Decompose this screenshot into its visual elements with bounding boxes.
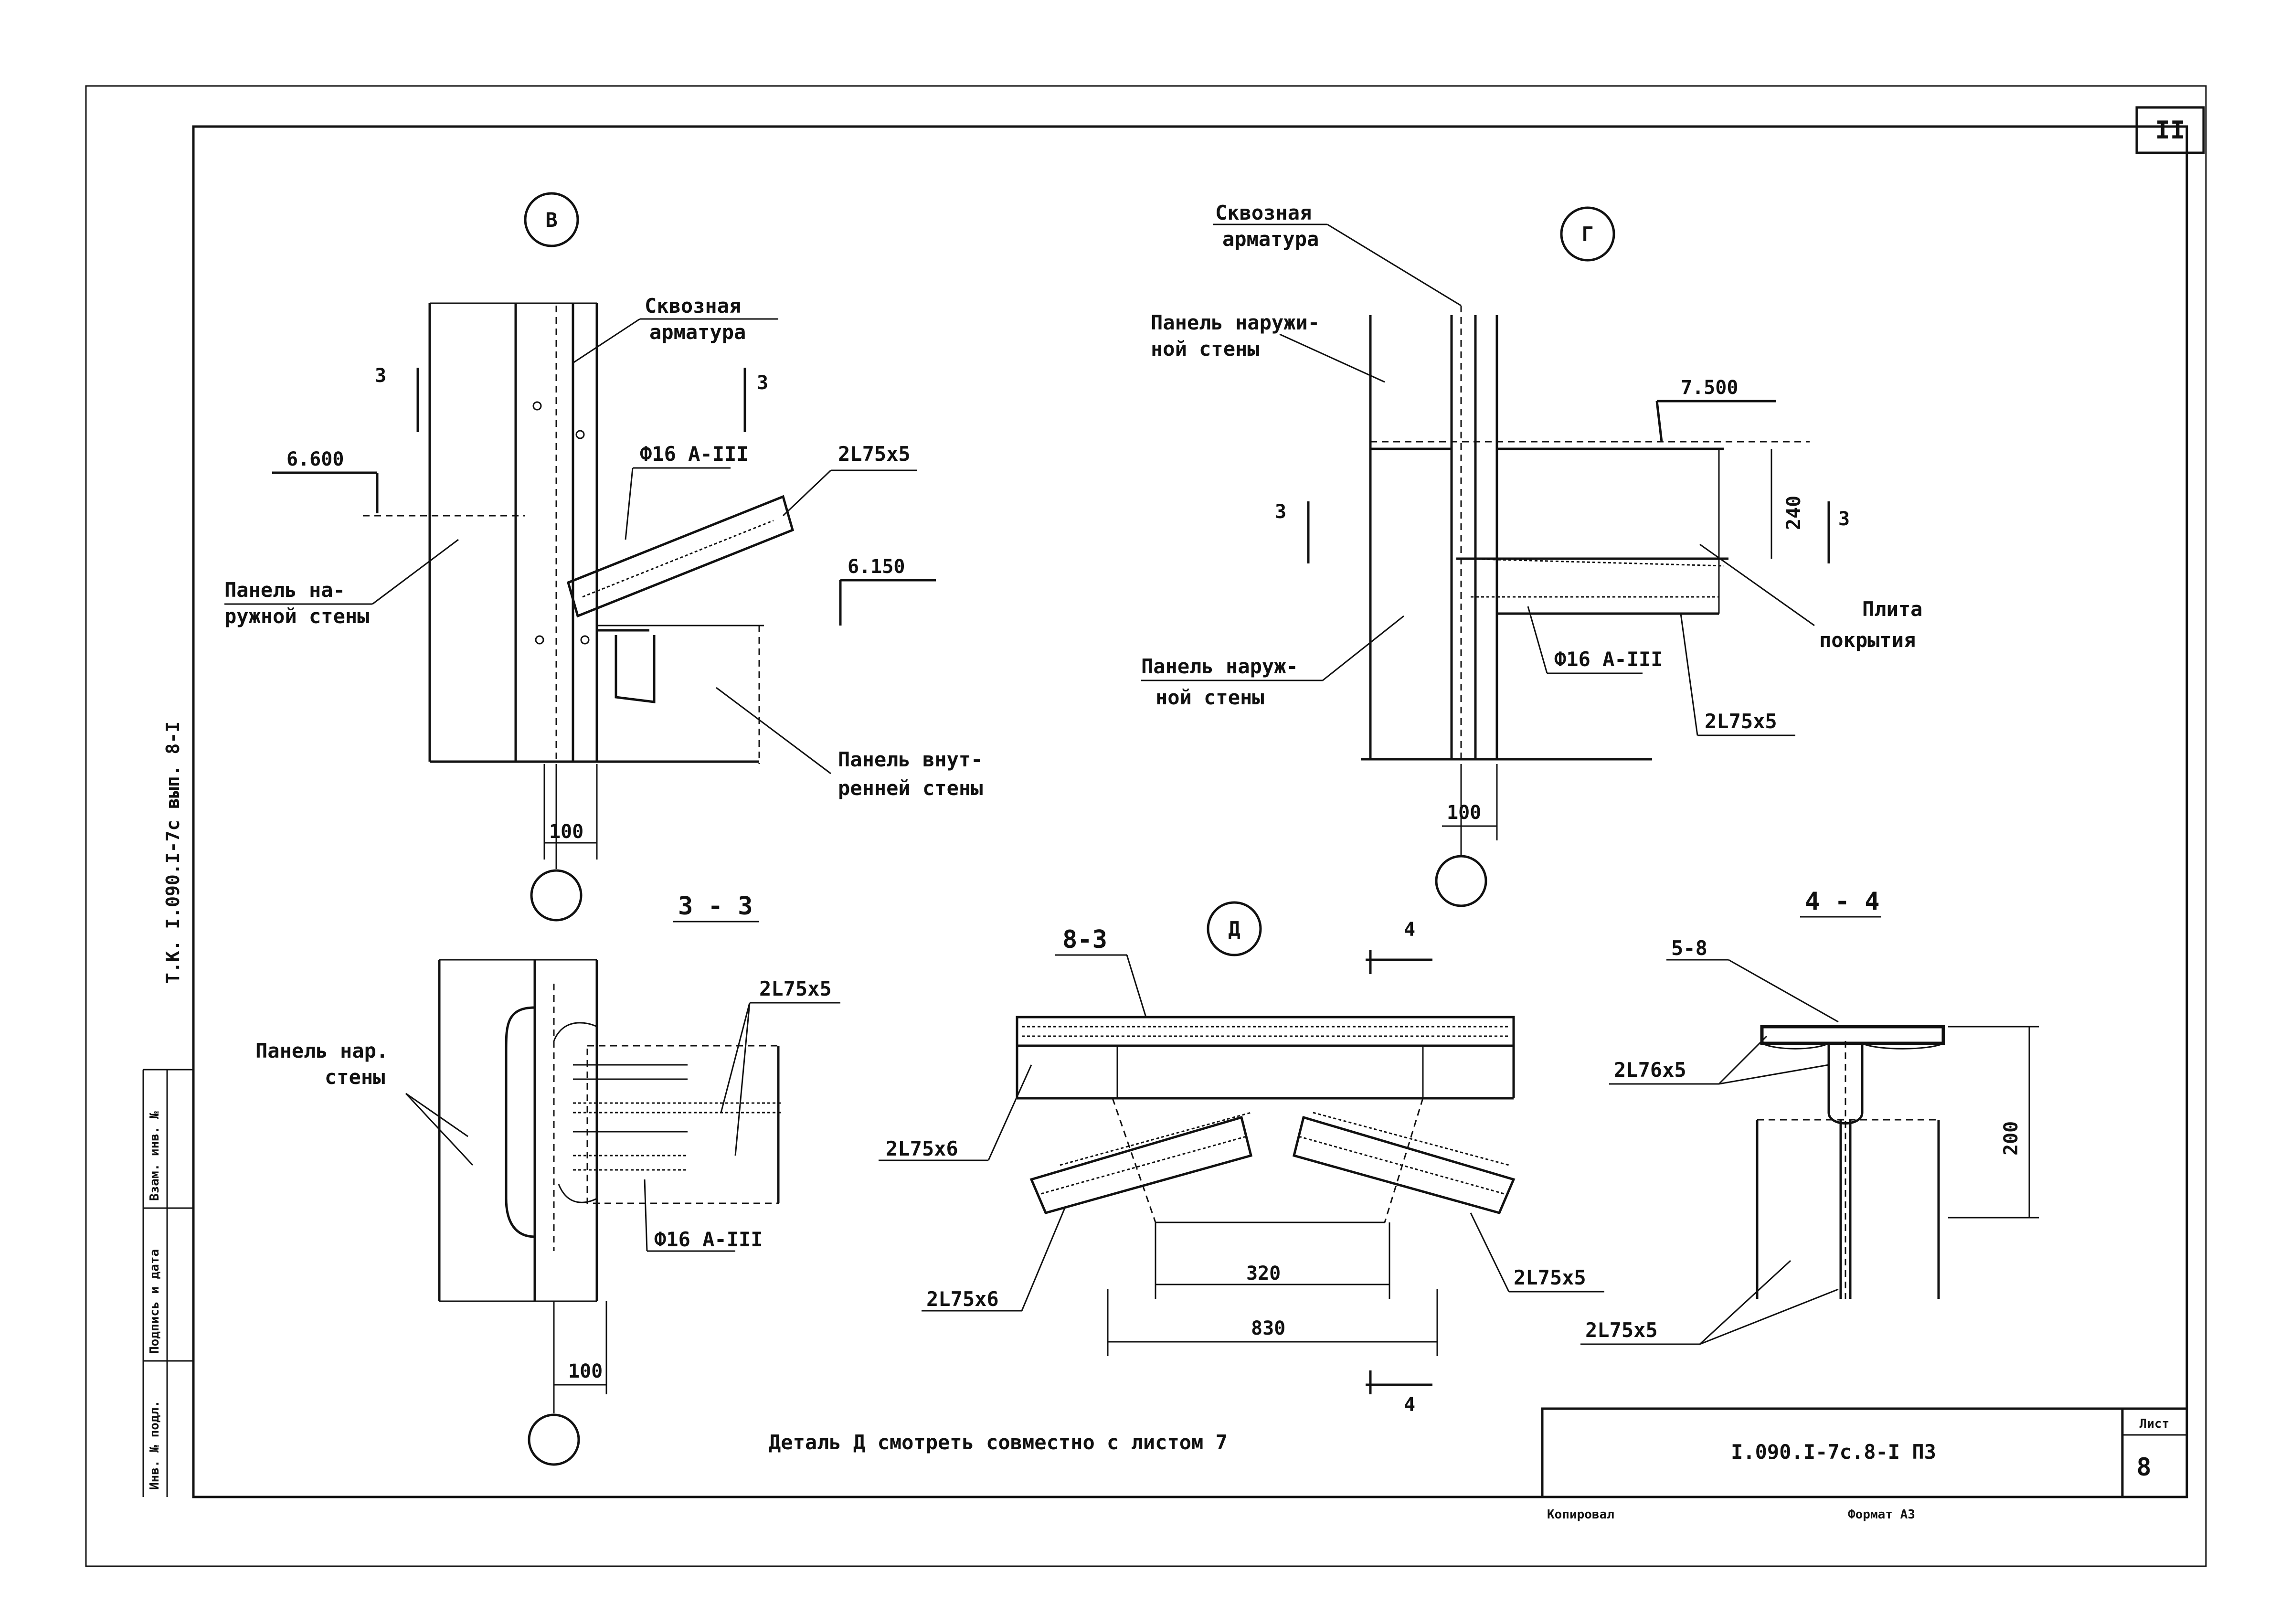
section-33-title: 3 - 3 bbox=[678, 892, 753, 921]
stamp-header-1: Инв. № подл. bbox=[148, 1400, 162, 1490]
detail-b: В 6.600 6.150 3 3 Сквозн bbox=[224, 192, 983, 922]
detail-b-dim-100: 100 bbox=[549, 821, 583, 843]
detail-b-through-rebar-1: Сквозная bbox=[645, 294, 741, 318]
corner-sheet-box: II bbox=[2135, 106, 2205, 154]
detail-b-through-rebar-2: арматура bbox=[649, 320, 746, 344]
detail-d-marker: Д bbox=[1228, 917, 1240, 941]
section-44-angle-bottom: 2L75х5 bbox=[1585, 1318, 1658, 1342]
title-block: I.090.I-7с.8-I ПЗ Лист 8 Копировал Форма… bbox=[1541, 1407, 2188, 1522]
stamp-header-2: Подпись и дата bbox=[148, 1249, 162, 1354]
detail-g-slab-2: покрытия bbox=[1819, 628, 1916, 652]
detail-g-outer-top-2: ной стены bbox=[1151, 337, 1260, 361]
detail-d-section-mark-bottom: 4 bbox=[1404, 1394, 1415, 1416]
detail-b-marker: В bbox=[545, 208, 557, 232]
doc-code: I.090.I-7с.8-I ПЗ bbox=[1731, 1440, 1936, 1464]
detail-b-inner-panel-1: Панель внут- bbox=[838, 748, 983, 771]
corner-sheet-number: II bbox=[2155, 116, 2185, 145]
detail-b-section-mark-1: 3 bbox=[375, 365, 386, 387]
inner-frame bbox=[192, 125, 2188, 1498]
detail-g-height-240: 240 bbox=[1783, 496, 1805, 530]
detail-b-rebar: Ф16 А-III bbox=[640, 442, 749, 466]
section-33-rebar: Ф16 А-III bbox=[654, 1228, 763, 1251]
detail-g-marker: Г bbox=[1581, 223, 1593, 246]
sheet-number: 8 bbox=[2136, 1453, 2151, 1482]
detail-d-dim-830: 830 bbox=[1251, 1317, 1285, 1339]
outer-frame bbox=[85, 85, 2207, 1567]
format-label: Формат А3 bbox=[1848, 1507, 1915, 1522]
detail-d-section-mark-top: 4 bbox=[1404, 919, 1415, 941]
detail-g-rebar: Ф16 А-III bbox=[1554, 647, 1663, 671]
detail-g-axis-circle bbox=[1435, 855, 1487, 907]
detail-d-dim-320: 320 bbox=[1246, 1263, 1281, 1284]
section-33-angle: 2L75х5 bbox=[759, 977, 832, 1000]
section-33-panel-1: Панель нар. bbox=[255, 1039, 388, 1062]
section-44-label-top: 5-8 bbox=[1671, 936, 1707, 960]
detail-g-marker-circle bbox=[1560, 206, 1615, 262]
sheet-label: Лист bbox=[2140, 1417, 2170, 1431]
detail-g-through-rebar-1: Сквозная bbox=[1215, 201, 1312, 224]
section-44-title: 4 - 4 bbox=[1805, 887, 1880, 916]
section-33: 3 - 3 Панель нар. стены 2L75х5 Ф16 А-III… bbox=[255, 892, 840, 1466]
detail-g-angle: 2L75х5 bbox=[1705, 710, 1777, 733]
detail-g-dim-100: 100 bbox=[1447, 802, 1481, 824]
detail-b-outer-panel-2: ружной стены bbox=[224, 605, 369, 628]
detail-d: Д 8-3 4 320 830 bbox=[879, 901, 1604, 1416]
section-33-dim-100: 100 bbox=[568, 1360, 603, 1382]
section-44: 4 - 4 5-8 200 2L76х5 2L75х5 bbox=[1580, 887, 2039, 1345]
detail-d-angle-left-bottom: 2L75х6 bbox=[926, 1287, 999, 1311]
side-title: Т.К. I.090.I-7с вып. 8-I bbox=[162, 722, 183, 984]
detail-g-elev-7500: 7.500 bbox=[1681, 377, 1738, 399]
copied-label: Копировал bbox=[1547, 1507, 1614, 1522]
detail-g-outer-bottom-2: ной стены bbox=[1156, 686, 1264, 709]
detail-d-marker-circle bbox=[1207, 901, 1262, 956]
stamp-header-3: Взам. инв. № bbox=[148, 1111, 162, 1201]
section-44-angle-top: 2L76х5 bbox=[1614, 1058, 1686, 1082]
detail-g-outer-top-1: Панель наружи- bbox=[1151, 311, 1320, 334]
detail-g-slab-1: Плита bbox=[1862, 597, 1922, 621]
detail-b-outer-panel-1: Панель на- bbox=[224, 578, 345, 602]
note-text: Деталь Д смотреть совместно с листом 7 bbox=[769, 1431, 1228, 1454]
section-33-axis-circle bbox=[528, 1413, 580, 1466]
detail-b-elev-6150: 6.150 bbox=[848, 556, 905, 578]
detail-d-section-label: 8-3 bbox=[1062, 925, 1107, 954]
detail-b-inner-panel-2: ренней стены bbox=[838, 776, 983, 800]
detail-d-angle-left-top: 2L75х6 bbox=[886, 1137, 958, 1160]
detail-b-marker-circle bbox=[524, 192, 579, 247]
section-44-height-200: 200 bbox=[2000, 1121, 2022, 1156]
detail-b-section-mark-2: 3 bbox=[757, 372, 768, 394]
detail-b-elev-6600: 6.600 bbox=[286, 448, 344, 470]
detail-d-angle-right: 2L75х5 bbox=[1514, 1266, 1586, 1289]
detail-b-angle: 2L75х5 bbox=[838, 442, 911, 466]
detail-g-outer-bottom-1: Панель наруж- bbox=[1141, 655, 1298, 678]
detail-g-through-rebar-2: арматура bbox=[1222, 227, 1319, 251]
stamp-strip: Инв. № подл. Подпись и дата Взам. инв. № bbox=[142, 1069, 193, 1497]
detail-g-section-mark-2: 3 bbox=[1838, 508, 1850, 530]
section-33-panel-2: стены bbox=[325, 1065, 385, 1089]
detail-g: Г 7.500 240 3 3 Сквозная арматура Панель… bbox=[1141, 201, 1922, 907]
detail-b-axis-circle bbox=[530, 869, 583, 922]
detail-g-section-mark-1: 3 bbox=[1275, 501, 1286, 523]
